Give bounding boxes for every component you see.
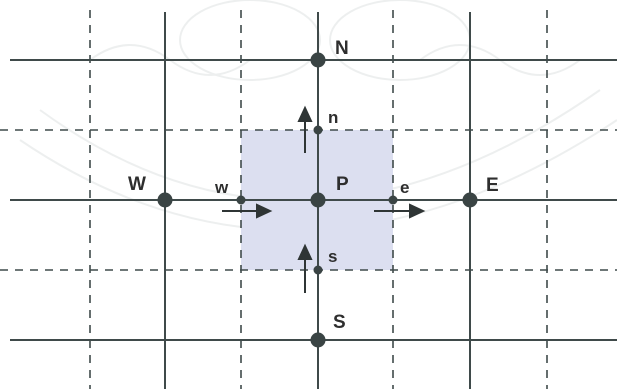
arrow-e-head <box>410 205 423 217</box>
node-W <box>158 193 173 208</box>
node-label-W: W <box>128 174 146 195</box>
node-label-E: E <box>486 175 499 196</box>
node-P <box>311 193 326 208</box>
face-label-e: e <box>400 178 409 197</box>
node-S <box>311 333 326 348</box>
face-label-s: s <box>328 247 337 266</box>
face-point-w <box>237 196 246 205</box>
face-label-w: w <box>214 178 229 197</box>
face-point-e <box>389 196 398 205</box>
arrow-n-head <box>299 108 311 121</box>
face-point-s <box>314 266 323 275</box>
node-label-N: N <box>335 38 349 59</box>
node-E <box>463 193 478 208</box>
node-label-S: S <box>333 312 346 333</box>
node-label-P: P <box>336 174 349 195</box>
face-label-n: n <box>328 108 338 127</box>
node-N <box>311 53 326 68</box>
face-point-n <box>314 126 323 135</box>
